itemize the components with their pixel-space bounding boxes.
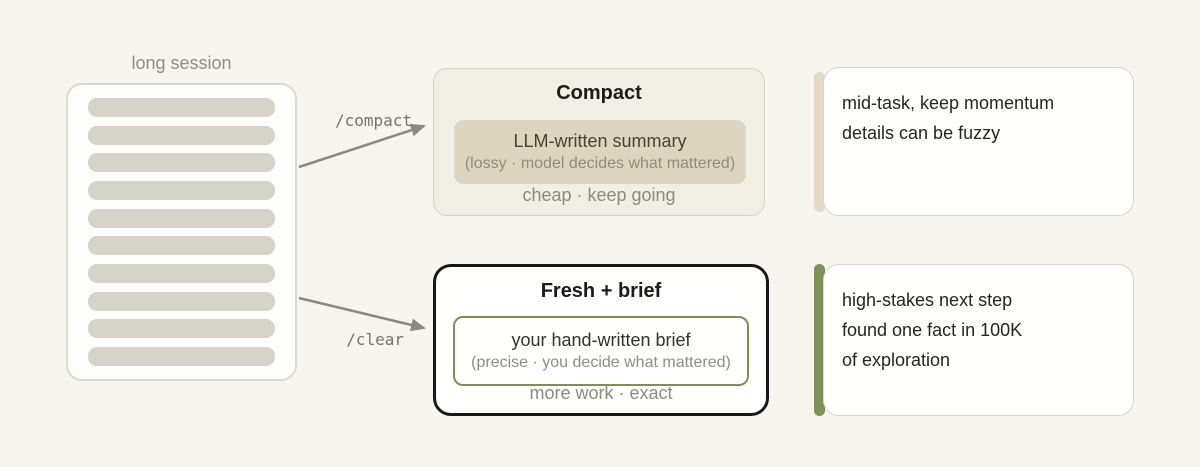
doc-line-bar bbox=[88, 153, 275, 173]
doc-line-bar bbox=[88, 291, 275, 311]
doc-line-bar bbox=[88, 346, 275, 366]
doc-line-bar bbox=[88, 98, 275, 117]
compact-command-label: /compact bbox=[334, 111, 412, 130]
compact-note-card: mid-task, keep momentum details can be f… bbox=[823, 67, 1134, 216]
long-session-label: long session bbox=[131, 53, 232, 73]
clear-arrow bbox=[298, 296, 426, 332]
note-line: mid-task, keep momentum bbox=[842, 93, 1055, 113]
note-line: of exploration bbox=[842, 350, 951, 370]
compact-arrow bbox=[298, 123, 426, 169]
fresh-note-accent-bar bbox=[814, 264, 825, 416]
doc-line-bar bbox=[88, 208, 275, 228]
compact-note-accent-bar bbox=[814, 72, 825, 212]
compact-summary-subtext: (lossy · model decides what mattered) bbox=[464, 155, 736, 172]
doc-line-bar bbox=[88, 263, 275, 283]
fresh-brief-subtext: (precise · you decide what mattered) bbox=[471, 354, 731, 371]
note-line: details can be fuzzy bbox=[842, 123, 1001, 143]
compact-title: Compact bbox=[556, 82, 642, 104]
fresh-brief-text: your hand-written brief bbox=[511, 330, 691, 350]
note-line: high-stakes next step bbox=[842, 290, 1013, 310]
doc-line-bar bbox=[88, 319, 275, 339]
long-session-document bbox=[66, 83, 297, 381]
fresh-note-card: high-stakes next step found one fact in … bbox=[823, 264, 1134, 416]
doc-line-bar bbox=[88, 180, 275, 200]
compact-summary-chip: LLM-written summary (lossy · model decid… bbox=[454, 120, 746, 184]
doc-line-bar bbox=[88, 236, 275, 256]
clear-command-label: /clear bbox=[346, 330, 404, 349]
doc-line-bar bbox=[88, 125, 275, 145]
compact-footer: cheap · keep going bbox=[522, 185, 676, 205]
note-line: found one fact in 100K bbox=[842, 320, 1023, 340]
fresh-brief-chip: your hand-written brief (precise · you d… bbox=[453, 316, 749, 386]
fresh-brief-option-box: Fresh + brief your hand-written brief (p… bbox=[433, 264, 769, 416]
fresh-brief-footer: more work · exact bbox=[529, 383, 673, 403]
fresh-brief-title: Fresh + brief bbox=[540, 280, 662, 302]
compact-summary-text: LLM-written summary bbox=[513, 131, 687, 151]
compact-option-box: Compact LLM-written summary (lossy · mod… bbox=[433, 68, 765, 216]
